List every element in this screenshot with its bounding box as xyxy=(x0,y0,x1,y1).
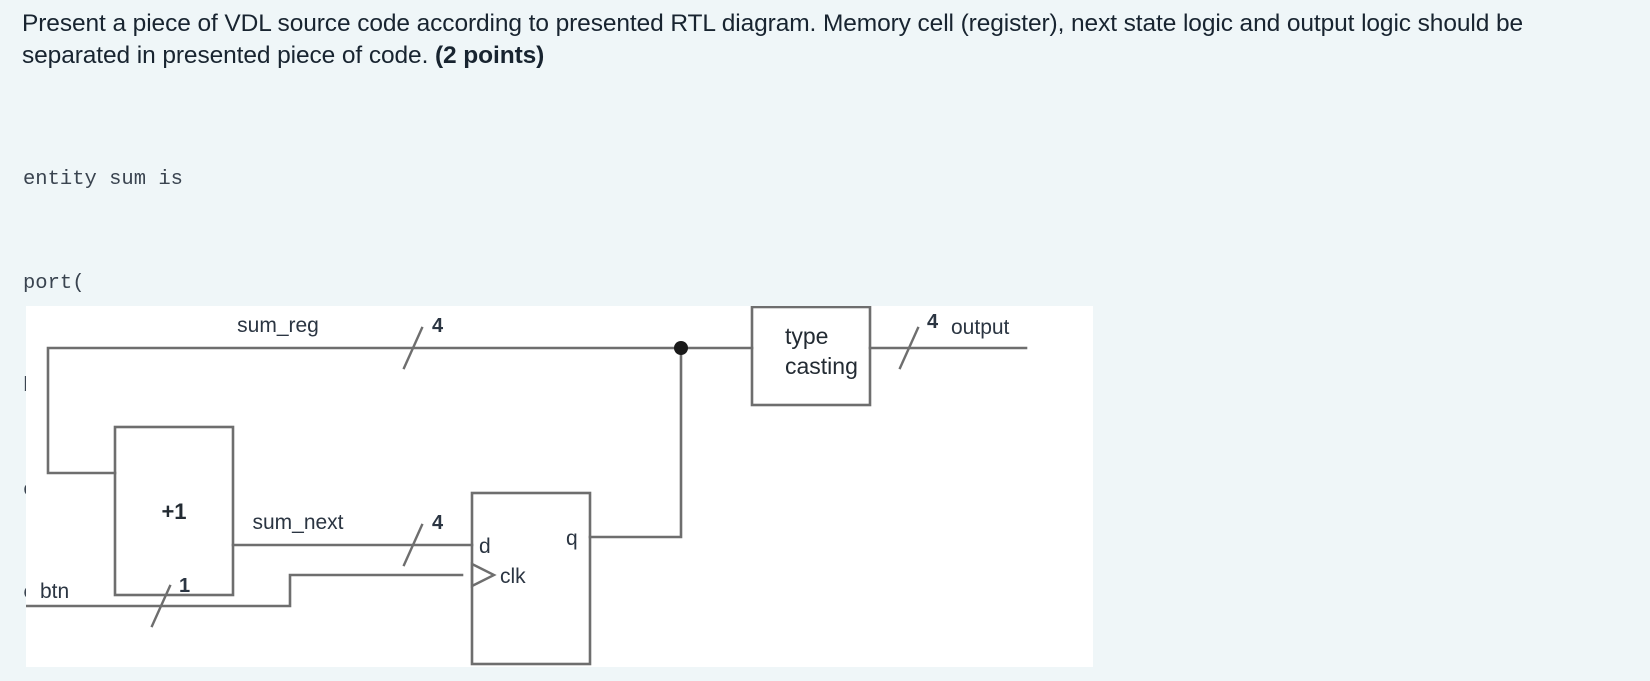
wire-sum-reg-feedback xyxy=(46,346,683,475)
label-btn: btn xyxy=(40,580,69,603)
bus-width-btn: 1 xyxy=(179,575,190,597)
junction-dot xyxy=(674,341,688,355)
register-port-q: q xyxy=(566,527,578,550)
code-line: port( xyxy=(23,271,85,295)
register-port-d: d xyxy=(479,535,491,558)
wire-btn-to-clk xyxy=(26,573,464,608)
label-sum-reg: sum_reg xyxy=(237,314,319,337)
bus-slash-output xyxy=(898,326,920,370)
rtl-diagram-canvas: sum_reg 4 sum_next 4 btn 1 output 4 +1 d… xyxy=(26,306,1093,667)
prompt-text: Present a piece of VDL source code accor… xyxy=(22,10,1524,70)
label-output: output xyxy=(951,316,1010,339)
register-port-clk: clk xyxy=(500,565,526,588)
bus-width-output: 4 xyxy=(927,311,939,333)
bus-slash-btn xyxy=(150,584,172,628)
rtl-diagram-svg: sum_reg 4 sum_next 4 btn 1 output 4 +1 d… xyxy=(26,306,1028,666)
label-sum-next: sum_next xyxy=(252,511,343,534)
type-casting-block xyxy=(750,306,872,407)
type-casting-label-line2: casting xyxy=(785,353,858,379)
wire-q-to-typecasting xyxy=(588,346,754,539)
bus-slash-sum-next xyxy=(402,523,424,567)
clk-edge-triangle xyxy=(470,562,497,588)
type-casting-label-line1: type xyxy=(785,323,828,349)
adder-label: +1 xyxy=(161,499,186,524)
bus-width-sum-reg: 4 xyxy=(432,315,444,337)
register-block xyxy=(470,491,592,666)
prompt-points: (2 points) xyxy=(435,42,545,70)
bus-slash-sum-reg xyxy=(402,326,424,370)
adder-block xyxy=(113,425,235,597)
bus-width-sum-next: 4 xyxy=(432,512,444,534)
code-line: entity sum is xyxy=(23,168,183,191)
question-prompt: Present a piece of VDL source code accor… xyxy=(22,8,1622,73)
